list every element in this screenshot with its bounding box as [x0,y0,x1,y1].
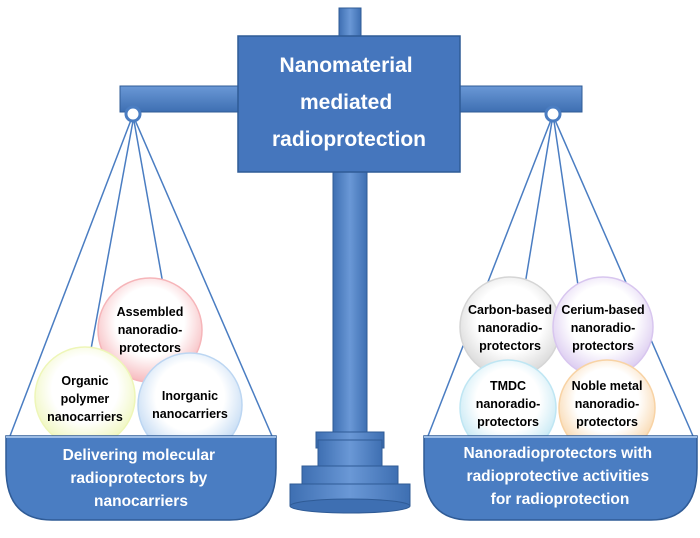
sphere-tmdc-label-line: TMDC [490,379,526,393]
sphere-noble-metal: Noble metal nanoradio-protectors [558,359,656,457]
title-box [237,35,461,173]
sphere-noble-metal-label-line: nanoradio- [575,397,640,411]
sphere-cerium-based-label-line: protectors [572,339,634,353]
sphere-cerium-based: Cerium-based nanoradio-protectors [552,276,654,378]
left-hook [124,105,142,123]
sphere-noble-metal-label: Noble metal nanoradio-protectors [572,379,643,429]
balance-base [289,431,411,514]
sphere-organic-polymer-label-line: Organic [61,374,108,388]
sphere-assembled-label-line: Assembled [117,305,184,319]
left-pan [5,435,277,521]
title-line-1: Nanomaterial [280,54,413,77]
right-caption-line-2: radioprotective activities [467,468,650,485]
post-top [338,7,362,41]
sphere-inorganic-label-line: nanocarriers [152,407,228,421]
sphere-organic-polymer-label: Organic polymer nanocarriers [47,374,123,424]
sphere-inorganic-label-line: Inorganic [162,389,218,403]
sphere-inorganic: Inorganic nanocarriers [137,352,243,458]
left-caption-line-1: Delivering molecular [63,447,215,464]
sphere-noble-metal-label-line: Noble metal [572,379,643,393]
sphere-tmdc-label-line: nanoradio- [476,397,541,411]
sphere-organic-polymer: Organic polymer nanocarriers [34,346,136,448]
title-line-3: radioprotection [272,128,426,151]
left-pan-caption: Delivering molecular radioprotectors by … [63,447,220,510]
left-caption-line-2: radioprotectors by [70,470,207,487]
title-line-2: mediated [300,91,392,114]
sphere-organic-polymer-label-line: nanocarriers [47,410,123,424]
sphere-noble-metal-label-line: protectors [576,415,638,429]
sphere-assembled-label: Assembled nanoradio-protectors [117,305,184,355]
sphere-inorganic-label: Inorganic nanocarriers [152,389,228,421]
sphere-cerium-based-label: Cerium-based nanoradio-protectors [561,303,644,353]
sphere-tmdc-label-line: protectors [477,415,539,429]
sphere-carbon-based-label-line: protectors [479,339,541,353]
right-pan-caption: Nanoradioprotectors with radioprotective… [464,445,657,508]
right-pan [423,435,698,521]
right-caption-line-1: Nanoradioprotectors with [464,445,653,462]
left-caption-line-3: nanocarriers [94,493,188,510]
sphere-assembled-label-line: nanoradio- [118,323,183,337]
sphere-cerium-based-label-line: nanoradio- [571,321,636,335]
sphere-carbon-based: Carbon-based nanoradio-protectors [459,276,561,378]
right-caption-line-3: for radioprotection [491,491,630,508]
sphere-organic-polymer-label-line: polymer [61,392,110,406]
right-hook [544,105,562,123]
sphere-tmdc-label: TMDC nanoradio-protectors [476,379,541,429]
sphere-carbon-based-label: Carbon-based nanoradio-protectors [468,303,552,353]
sphere-cerium-based-label-line: Cerium-based [561,303,644,317]
sphere-assembled-label-line: protectors [119,341,181,355]
balance-post [332,149,368,441]
sphere-tmdc: TMDC nanoradio-protectors [459,359,557,457]
sphere-carbon-based-label-line: nanoradio- [478,321,543,335]
title: Nanomaterial mediated radioprotection [272,54,426,151]
sphere-carbon-based-label-line: Carbon-based [468,303,552,317]
